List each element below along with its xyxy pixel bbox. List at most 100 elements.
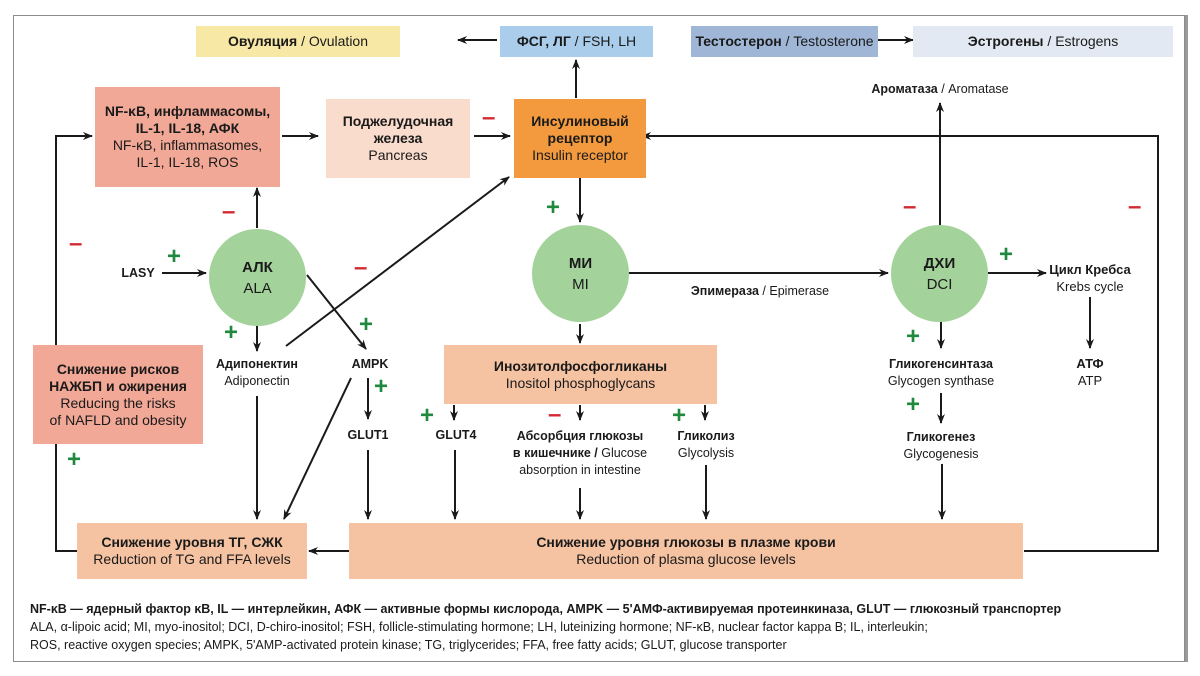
insulin-ru-2: рецептор	[547, 130, 613, 146]
testosterone-box: Тестостерон / Testosterone	[691, 26, 878, 57]
insulin-ru-1: Инсулиновый	[531, 113, 629, 129]
plus-sign-glycolysis: +	[672, 402, 687, 429]
inflammation-ru-1: NF-κB, инфламмасомы,	[104, 103, 271, 119]
minus-sign-ala-inflammation: –	[222, 198, 236, 225]
absorption-en-3: absorption in intestine	[519, 463, 641, 477]
absorption-en-2: Glucose	[601, 446, 648, 460]
nafld-ru-1: Снижение рисков	[56, 360, 180, 377]
mi-en: MI	[572, 275, 589, 293]
absorption-label: Абсорбция глюкозы в кишечнике / Glucose …	[500, 428, 660, 479]
insulin-en: Insulin receptor	[532, 147, 628, 163]
tg-en: Reduction of TG and FFA levels	[93, 551, 291, 567]
absorption-ru-2: в кишечнике /	[512, 446, 598, 460]
nafld-ru-2: НАЖБП и ожирения	[49, 377, 187, 394]
glycogen-synthase-en: Glycogen synthase	[887, 374, 995, 388]
ovulation-en: Ovulation	[308, 33, 369, 49]
plus-sign-nafld: +	[67, 446, 82, 473]
epimerase-ru: Эпимераза	[690, 284, 759, 298]
mi-circle: МИ MI	[532, 225, 629, 322]
arrow-tg-loop-to-inflammation	[55, 132, 93, 552]
plus-sign-ampk-glut1: +	[374, 373, 389, 400]
aromatase-en: Aromatase	[948, 82, 1009, 96]
inflammation-en-1: NF-κB, inflammasomes,	[112, 137, 263, 153]
krebs-ru: Цикл Кребса	[1049, 262, 1131, 277]
nafld-en-2: of NAFLD and obesity	[49, 411, 187, 428]
ovulation-ru: Овуляция	[227, 33, 298, 49]
legend-line-2: ALA, α-lipoic acid; MI, myo-inositol; DC…	[30, 620, 928, 634]
glycogenesis-label: Гликогенез Glycogenesis	[890, 429, 992, 463]
lasy-label: LASY	[121, 266, 155, 280]
tg-ru: Снижение уровня ТГ, СЖК	[101, 534, 283, 550]
testosterone-en: Testosterone	[793, 33, 874, 49]
plasma-glucose-reduction-box: Снижение уровня глюкозы в плазме крови R…	[349, 523, 1023, 579]
absorption-ru-1: Абсорбция глюкозы	[516, 429, 644, 443]
tg-ffa-reduction-box: Снижение уровня ТГ, СЖК Reduction of TG …	[77, 523, 307, 579]
plus-sign-dci-synthase: +	[906, 323, 921, 350]
fsh-lh-ru: ФСГ, ЛГ	[516, 33, 571, 49]
pancreas-en: Pancreas	[368, 147, 428, 163]
inflammation-en-2: IL-1, IL-18, ROS	[136, 154, 239, 170]
ala-ru: АЛК	[242, 258, 273, 276]
atp-label: АТФ ATP	[1060, 355, 1120, 389]
glycogen-synthase-ru: Гликогенсинтаза	[889, 357, 993, 371]
estrogens-box: Эстрогены / Estrogens	[913, 26, 1173, 57]
minus-sign-adiponectin-insulin: –	[354, 254, 368, 281]
fsh-lh-en: FSH, LH	[582, 33, 637, 49]
glut1-label: GLUT1	[347, 428, 389, 442]
ala-circle: АЛК ALA	[209, 229, 306, 326]
epimerase-en: Epimerase	[769, 284, 830, 298]
glycogenesis-en: Glycogenesis	[903, 447, 979, 461]
krebs-label: Цикл Кребса Krebs cycle	[1040, 261, 1140, 295]
glucose-ru: Снижение уровня глюкозы в плазме крови	[536, 534, 836, 550]
adiponectin-ru: Адипонектин	[216, 357, 298, 371]
glycogen-synthase-label: Гликогенсинтаза Glycogen synthase	[880, 356, 1002, 390]
adiponectin-label: Адипонектин Adiponectin	[207, 356, 307, 390]
inositol-phosphoglycans-box: Инозитолфосфогликаны Inositol phosphogly…	[444, 345, 717, 404]
estrogens-en: Estrogens	[1055, 33, 1119, 49]
inflammation-ru-2: IL-1, IL-18, АФК	[135, 120, 240, 136]
atp-ru: АТФ	[1076, 356, 1104, 371]
testosterone-ru: Тестостерон	[695, 33, 782, 49]
dci-circle: ДХИ DCI	[891, 225, 988, 322]
pancreas-box: Поджелудочная железа Pancreas	[326, 99, 470, 178]
arrow-glucose-loop-to-insulin	[641, 132, 1159, 552]
adiponectin-en: Adiponectin	[224, 374, 290, 388]
nafld-en-1: Reducing the risks	[60, 394, 176, 411]
plus-sign-lasy: +	[167, 243, 182, 270]
pancreas-ru-1: Поджелудочная	[342, 113, 454, 129]
nafld-box: Снижение рисков НАЖБП и ожирения Reducin…	[33, 345, 203, 444]
glycogenesis-ru: Гликогенез	[906, 430, 976, 444]
arrow-ala-to-ampk	[306, 274, 367, 350]
ipg-en: Inositol phosphoglycans	[505, 374, 656, 391]
diagram-frame	[13, 15, 1185, 662]
glycolysis-en: Glycolysis	[677, 446, 735, 460]
epimerase-label: Эпимераза / Epimerase	[690, 284, 830, 298]
minus-sign-right-loop: –	[1128, 193, 1142, 220]
glycolysis-label: Гликолиз Glycolysis	[666, 428, 746, 462]
legend-line-3: ROS, reactive oxygen species; AMPK, 5'AM…	[30, 638, 787, 652]
plus-sign-insulin-mi: +	[546, 194, 561, 221]
dci-en: DCI	[926, 275, 953, 293]
frame-shadow	[1185, 15, 1188, 662]
legend: NF-κB — ядерный фактор κB, IL — интерлей…	[30, 600, 1061, 654]
pancreas-ru-2: железа	[373, 130, 423, 146]
ovulation-box: Овуляция / Ovulation	[196, 26, 400, 57]
inflammation-box: NF-κB, инфламмасомы, IL-1, IL-18, АФК NF…	[95, 87, 280, 187]
glycolysis-ru: Гликолиз	[677, 429, 735, 443]
plus-sign-glut4: +	[420, 402, 435, 429]
legend-line-1: NF-κB — ядерный фактор κB, IL — интерлей…	[30, 602, 1062, 616]
glucose-en: Reduction of plasma glucose levels	[576, 551, 796, 567]
krebs-en: Krebs cycle	[1056, 279, 1124, 294]
minus-sign-left-loop: –	[69, 230, 83, 257]
minus-sign-absorption: –	[548, 401, 562, 428]
mi-ru: МИ	[568, 254, 593, 272]
minus-sign-pancreas-insulin: –	[482, 104, 496, 131]
ala-en: ALA	[243, 279, 272, 297]
insulin-receptor-box: Инсулиновый рецептор Insulin receptor	[514, 99, 646, 178]
plus-sign-ala-ampk: +	[359, 311, 374, 338]
estrogens-ru: Эстрогены	[967, 33, 1044, 49]
aromatase-ru: Ароматаза	[871, 82, 938, 96]
plus-sign-synthase-glycogenesis: +	[906, 391, 921, 418]
minus-sign-dci-aromatase: –	[903, 193, 917, 220]
